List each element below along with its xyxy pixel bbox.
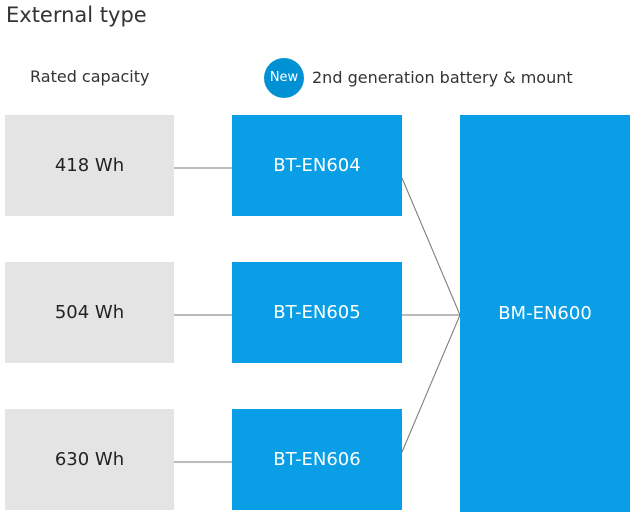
capacity-box-504: 504 Wh <box>5 262 174 363</box>
capacity-column-heading: Rated capacity <box>30 67 150 86</box>
battery-box-bt-en605: BT-EN605 <box>232 262 402 363</box>
connector-battery-3 <box>401 314 461 453</box>
battery-box-bt-en604: BT-EN604 <box>232 115 402 216</box>
generation-heading-label: 2nd generation battery & mount <box>312 68 573 87</box>
capacity-box-630: 630 Wh <box>5 409 174 510</box>
new-badge: New <box>264 58 304 98</box>
diagram-title: External type <box>6 3 147 27</box>
mount-box-bm-en600: BM-EN600 <box>460 115 630 512</box>
battery-box-bt-en606: BT-EN606 <box>232 409 402 510</box>
capacity-box-418: 418 Wh <box>5 115 174 216</box>
connector-battery-1 <box>401 177 461 316</box>
generation-column-heading: New 2nd generation battery & mount <box>264 58 573 98</box>
